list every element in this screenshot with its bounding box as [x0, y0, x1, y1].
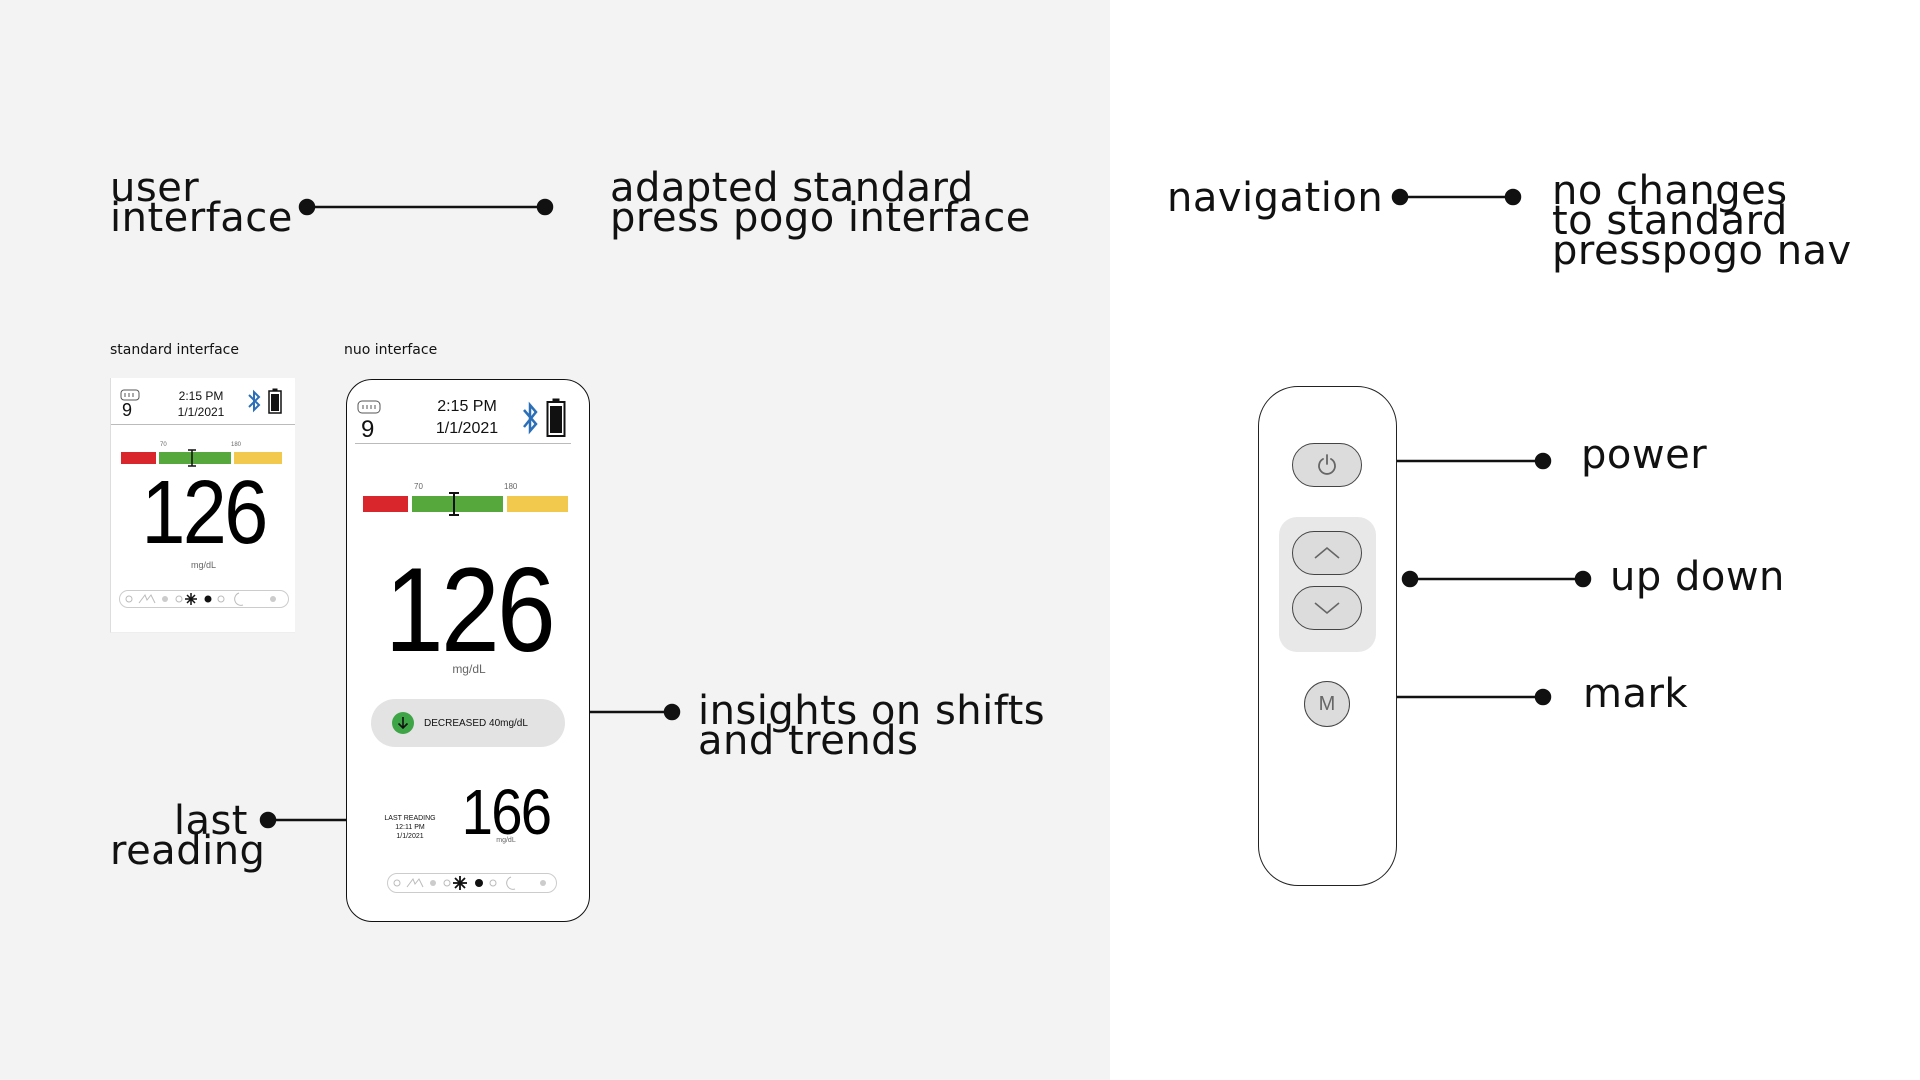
connector-dot	[1574, 570, 1592, 588]
connector-dot	[1401, 570, 1419, 588]
sun-icon	[453, 876, 467, 890]
bluetooth-icon	[248, 389, 261, 413]
power-icon	[1318, 454, 1336, 475]
glucose-value: 126	[384, 543, 556, 677]
glucose-unit: mg/dL	[190, 560, 216, 570]
label-insights: insights on shifts and trends	[698, 688, 1046, 764]
range-high-segment	[507, 496, 568, 512]
range-bar	[121, 449, 282, 467]
label-user-interface: user interface	[110, 165, 293, 241]
meter-strip-icon	[357, 400, 381, 414]
battery-icon	[546, 398, 566, 437]
range-marker	[449, 492, 459, 516]
standard-interface-screen: 9 2:15 PM 1/1/2021 70 180 126 mg/dL	[110, 378, 295, 633]
range-in-segment	[412, 496, 503, 512]
header-divider	[355, 443, 571, 444]
header-time: 2:15 PM	[178, 389, 224, 403]
last-reading-label: LAST READING 12:11 PM 1/1/2021	[384, 815, 436, 840]
label-adapted-interface: adapted standard press pogo interface	[610, 165, 1031, 241]
caption-standard-interface: standard interface	[110, 342, 239, 358]
range-marker	[188, 449, 196, 467]
meal-timing-bar	[119, 590, 289, 608]
label-no-changes: no changes to standard presspogo nav	[1552, 168, 1852, 274]
header-time: 2:15 PM	[437, 398, 497, 415]
header-date: 1/1/2021	[435, 420, 499, 437]
range-tick-high: 180	[231, 442, 242, 448]
down-button[interactable]	[1292, 586, 1362, 630]
range-low-segment	[363, 496, 408, 512]
label-up-down: up down	[1610, 554, 1785, 600]
last-reading-unit: mg/dL	[496, 837, 516, 844]
insight-text: DECREASED 40mg/dL	[424, 717, 528, 729]
strip-count: 9	[122, 400, 133, 420]
glucose-value: 126	[141, 463, 268, 563]
last-reading-value: 166	[461, 776, 552, 848]
glucose-unit: mg/dL	[452, 662, 486, 676]
strip-count: 9	[361, 416, 375, 443]
range-tick-low: 70	[160, 442, 167, 448]
battery-icon	[268, 388, 282, 414]
meal-timing-bar	[387, 873, 557, 893]
nuo-interface-screen: 9 2:15 PM 1/1/2021 70 180 126 mg/dL DECR…	[346, 379, 590, 922]
range-high-segment	[234, 452, 282, 464]
chevron-down-icon	[1314, 602, 1340, 615]
label-last-reading: last reading	[110, 798, 266, 874]
range-low-segment	[121, 452, 156, 464]
caption-nuo-interface: nuo interface	[344, 342, 438, 358]
label-power: power	[1581, 432, 1708, 478]
connector-dot	[1534, 452, 1552, 470]
sun-icon	[185, 593, 197, 605]
label-navigation: navigation	[1167, 175, 1384, 221]
insight-pill: DECREASED 40mg/dL	[371, 699, 565, 747]
header-divider	[111, 424, 295, 425]
connector-dot	[1534, 688, 1552, 706]
range-bar	[363, 492, 568, 516]
range-in-segment	[159, 452, 231, 464]
bluetooth-icon	[523, 401, 538, 435]
chevron-up-icon	[1314, 546, 1340, 559]
connector-dot	[1504, 188, 1522, 206]
power-button[interactable]	[1292, 443, 1362, 487]
range-tick-low: 70	[414, 482, 423, 491]
down-arrow-icon	[392, 712, 414, 734]
meter-strip-icon	[120, 389, 140, 401]
label-mark: mark	[1583, 671, 1689, 717]
range-tick-high: 180	[504, 482, 518, 491]
mark-button[interactable]: M	[1304, 681, 1350, 727]
header-date: 1/1/2021	[177, 405, 225, 419]
connector-dot	[1391, 188, 1409, 206]
up-button[interactable]	[1292, 531, 1362, 575]
